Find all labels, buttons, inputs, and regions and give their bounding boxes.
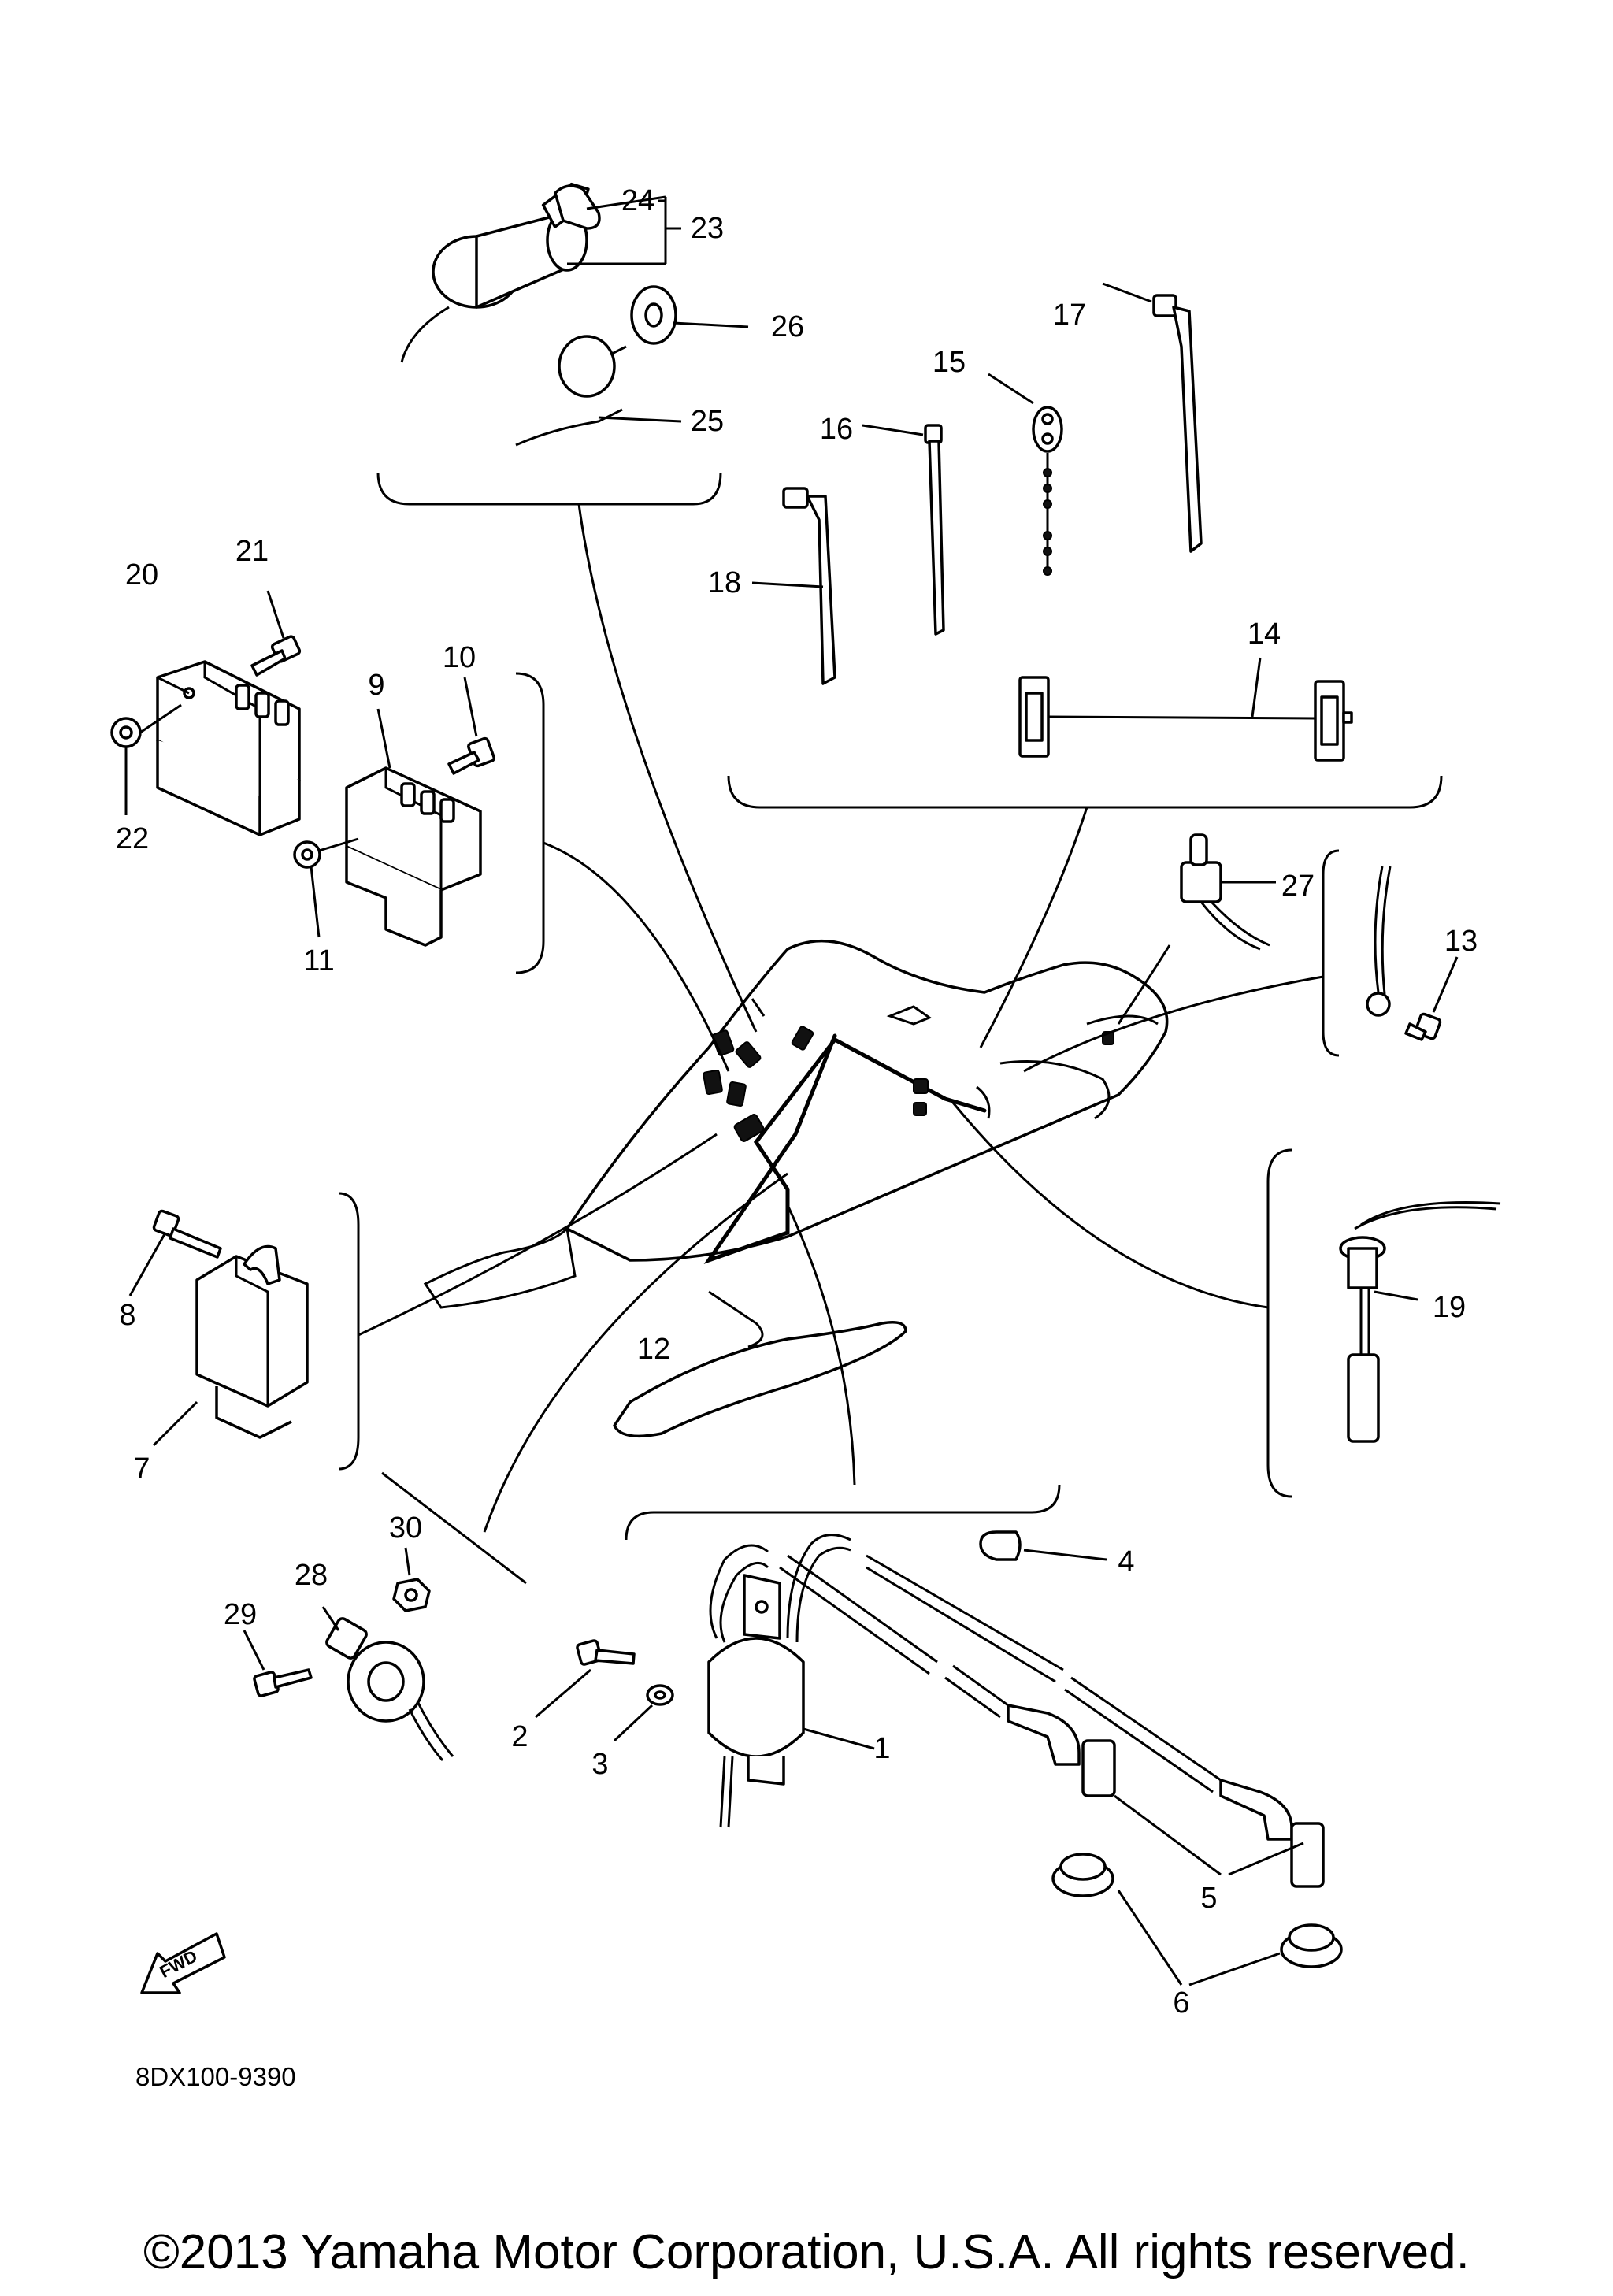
label-8: 8 <box>119 1299 135 1332</box>
label-7: 7 <box>133 1452 150 1486</box>
plug-wires <box>779 1554 1222 1793</box>
washer-3 <box>613 1684 674 1742</box>
ignition-coil-1 <box>707 1534 875 1828</box>
bolt-8 <box>128 1209 222 1296</box>
plug-cap-6 <box>1051 1853 1343 1986</box>
label-5: 5 <box>1200 1882 1217 1915</box>
label-25: 25 <box>691 405 724 438</box>
callout-labels: 1 2 3 4 5 6 7 8 9 10 11 12 13 14 15 16 1… <box>116 184 1478 2020</box>
label-9: 9 <box>368 669 384 702</box>
connector-15 <box>988 373 1063 576</box>
forward-arrow-icon <box>140 1932 226 1994</box>
switch-27 <box>1180 833 1276 951</box>
stop-switch <box>515 335 682 447</box>
rectifier-regulator-20 <box>156 660 301 836</box>
clamp-4 <box>979 1530 1107 1561</box>
cable-band-16 <box>862 424 945 636</box>
label-15: 15 <box>933 346 966 379</box>
label-21: 21 <box>235 535 269 568</box>
nut-30 <box>392 1547 431 1612</box>
bolt-21 <box>250 590 302 677</box>
label-10: 10 <box>443 641 476 674</box>
label-6: 6 <box>1173 1986 1189 2020</box>
bolt-29 <box>243 1630 313 1697</box>
label-22: 22 <box>116 822 149 855</box>
sensor-19 <box>1339 1201 1501 1443</box>
label-4: 4 <box>1118 1545 1134 1578</box>
label-3: 3 <box>591 1748 608 1781</box>
nut-22 <box>110 703 182 815</box>
label-13: 13 <box>1444 925 1478 958</box>
unit-7 <box>152 1244 309 1447</box>
label-1: 1 <box>873 1732 890 1765</box>
copyright-notice: ©2013 Yamaha Motor Corporation, U.S.A. A… <box>143 2225 1470 2279</box>
bolt-2 <box>535 1639 636 1719</box>
label-26: 26 <box>771 310 804 343</box>
cable-band-18 <box>751 487 836 685</box>
label-17: 17 <box>1053 299 1086 332</box>
label-20: 20 <box>125 558 158 592</box>
label-14: 14 <box>1248 618 1281 651</box>
cable-band-14 <box>1018 657 1353 762</box>
label-18: 18 <box>708 566 741 599</box>
main-switch-assembly <box>400 182 681 363</box>
label-23: 23 <box>691 212 724 245</box>
lanyard-clip <box>630 285 749 345</box>
earth-lead-13 <box>1366 866 1459 1041</box>
nut-11 <box>293 837 359 938</box>
label-19: 19 <box>1433 1291 1466 1324</box>
label-27: 27 <box>1281 870 1315 903</box>
plug-cap-5 <box>1007 1704 1325 1888</box>
label-24: 24 <box>621 184 654 217</box>
label-30: 30 <box>389 1512 422 1545</box>
label-12: 12 <box>637 1333 670 1366</box>
sensor-28 <box>321 1606 454 1761</box>
cable-band-17 <box>1102 282 1203 553</box>
label-29: 29 <box>224 1598 257 1631</box>
group-brackets <box>338 472 1443 1585</box>
label-28: 28 <box>295 1559 328 1592</box>
hull-outline <box>423 939 1169 1438</box>
bolt-10 <box>447 677 495 775</box>
label-16: 16 <box>820 413 853 446</box>
diagram-code: 8DX100-9390 <box>135 2062 296 2091</box>
cdi-unit-9 <box>345 708 482 947</box>
label-11: 11 <box>303 944 334 977</box>
label-2: 2 <box>511 1720 528 1753</box>
